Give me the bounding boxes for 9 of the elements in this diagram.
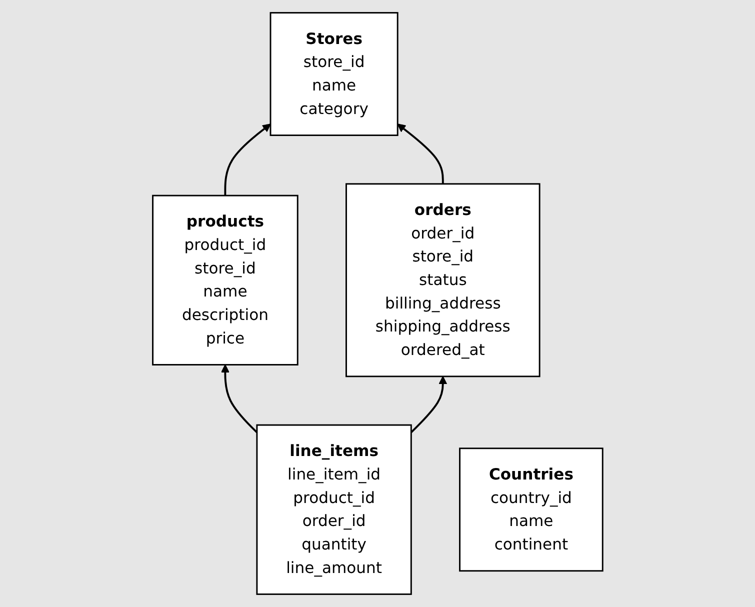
node-box: line_items line_item_id product_id order_id quantity line_amount bbox=[256, 424, 412, 595]
arrow bbox=[224, 124, 271, 196]
arrow bbox=[220, 364, 258, 434]
arrow bbox=[397, 124, 444, 184]
arrow bbox=[410, 376, 447, 434]
node-box: Stores store_id name category bbox=[270, 12, 398, 136]
node-box: orders order_id store_id status billing_address shipping_address ordered_at bbox=[345, 183, 540, 378]
node-box: Countries country_id name continent bbox=[458, 448, 604, 572]
node-box: products product_id store_id name description price bbox=[152, 194, 298, 366]
